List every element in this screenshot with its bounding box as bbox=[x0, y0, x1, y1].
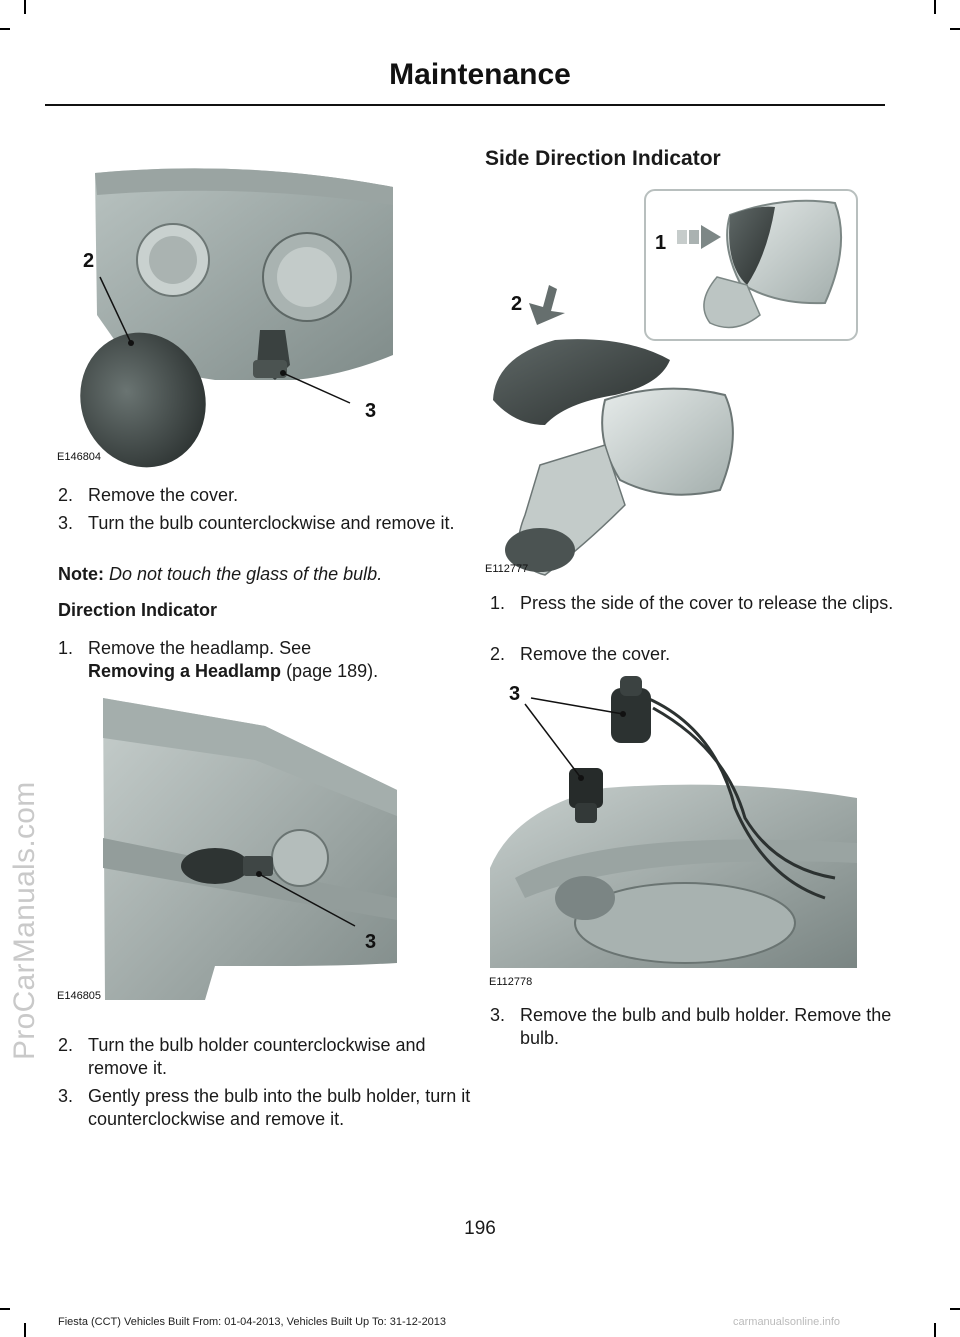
crop-mark bbox=[934, 1323, 936, 1337]
callout-3: 3 bbox=[365, 400, 376, 422]
subheading-direction-indicator: Direction Indicator bbox=[58, 600, 218, 620]
crop-mark bbox=[0, 28, 10, 30]
figure-code: E146805 bbox=[57, 990, 102, 1002]
figure-mirror-cover: 1 2 E112777 bbox=[485, 185, 865, 580]
figure-direction-indicator-bulb: 3 E146805 bbox=[45, 698, 405, 1008]
crop-mark bbox=[950, 1308, 960, 1310]
note-label: Note: bbox=[58, 564, 104, 584]
footer-vehicle-info: Fiesta (CCT) Vehicles Built From: 01-04-… bbox=[58, 1316, 447, 1328]
list-item: 2. Remove the cover. bbox=[58, 485, 239, 505]
crop-mark bbox=[950, 28, 960, 30]
note: Note: Do not touch the glass of the bulb… bbox=[58, 563, 448, 586]
figure-code: E112777 bbox=[485, 563, 529, 575]
page-title: Maintenance bbox=[389, 58, 571, 91]
callout-2: 2 bbox=[511, 293, 522, 315]
figure-code: E146804 bbox=[57, 451, 102, 463]
callout-1: 1 bbox=[655, 232, 666, 254]
note-text: Do not touch the glass of the bulb. bbox=[109, 564, 383, 584]
link-removing-a-headlamp[interactable]: Removing a Headlamp bbox=[88, 661, 282, 681]
section-title-side-direction-indicator: Side Direction Indicator bbox=[485, 147, 721, 170]
crop-mark bbox=[0, 1308, 10, 1310]
header-rule bbox=[45, 104, 885, 106]
list-item: 2. Remove the cover. bbox=[490, 644, 671, 664]
page-number: 196 bbox=[464, 1218, 496, 1239]
list-item: 3. Remove the bulb and bulb holder. Remo… bbox=[490, 1005, 892, 1048]
callout-3: 3 bbox=[509, 683, 520, 705]
list-item: 2. Turn the bulb holder counterclockwise… bbox=[58, 1035, 426, 1078]
footer-site: carmanualsonline.info bbox=[733, 1316, 841, 1328]
callout-3: 3 bbox=[365, 931, 376, 953]
figure-headlamp-cover: 2 3 E146804 bbox=[45, 165, 405, 475]
watermark: ProCarManuals.com bbox=[8, 781, 41, 1060]
list-item: 1. Remove the headlamp. See Removing a H… bbox=[58, 638, 379, 681]
list-item: 3. Turn the bulb counterclockwise and re… bbox=[58, 513, 455, 533]
callout-2: 2 bbox=[83, 250, 94, 272]
figure-mirror-bulb-holder: 3 E112778 bbox=[485, 668, 865, 990]
list-item: 1. Press the side of the cover to releas… bbox=[490, 593, 894, 613]
list-item: 3. Gently press the bulb into the bulb h… bbox=[58, 1086, 471, 1129]
crop-mark bbox=[934, 0, 936, 14]
figure-code: E112778 bbox=[489, 976, 533, 988]
crop-mark bbox=[24, 1323, 26, 1337]
crop-mark bbox=[24, 0, 26, 14]
